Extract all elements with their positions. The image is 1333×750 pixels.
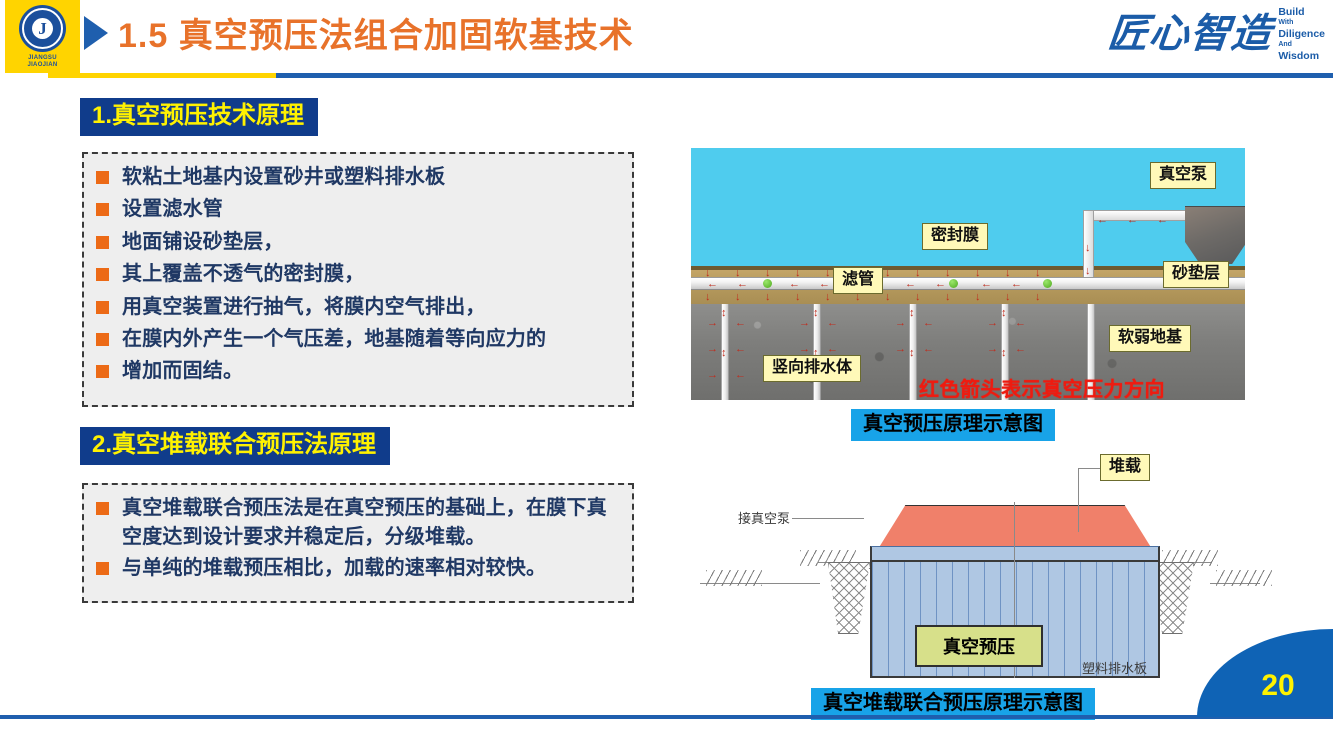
membrane-cap-layer [870,546,1160,560]
vacuum-pump-icon [1185,206,1245,264]
list-item-text: 与单纯的堆载预压相比，加载的速率相对较快。 [122,557,547,579]
leader-surcharge-h [1078,468,1102,469]
list-item: 设置滤水管 [96,195,622,223]
brand-en-line3: Diligence [1278,27,1325,40]
vertical-drain [1001,304,1009,400]
brand-en-line5: Wisdom [1278,49,1320,62]
pipe-connector-dot [1043,279,1052,288]
surcharge-fill [878,505,1152,549]
list-item-text: 真空堆载联合预压法是在真空预压的基础上，在膜下真空度达到设计要求并稳定后，分级堆… [122,497,607,548]
vertical-drain [909,304,917,400]
pipe-connector-dot [949,279,958,288]
list-item: 真空堆载联合预压法是在真空预压的基础上，在膜下真空度达到设计要求并稳定后，分级堆… [96,494,622,552]
list-item-text: 软粘土地基内设置砂井或塑料排水板 [122,166,446,188]
bullet-square-icon [96,268,109,282]
brand-en-line1: Build [1278,6,1305,18]
pipe-connector-dot [763,279,772,288]
footer-rule [0,715,1333,719]
company-logo: J JIANGSU JIAOJIAN [5,0,80,73]
bullet-square-icon [96,332,109,346]
label-plastic-drain-board: 塑料排水板 [1082,661,1148,676]
section-heading-2: 2.真空堆载联合预压法原理 [80,427,391,466]
page-title: 1.5 真空预压法组合加固软基技术 [118,17,634,55]
header-rule-yellow [48,73,276,78]
caption-vacuum-preloading: 真空预压原理示意图 [851,409,1055,441]
bullet-square-icon [96,203,109,217]
list-item: 用真空装置进行抽气，将膜内空气排出， [96,293,622,321]
leader-vacuum-connect [792,518,864,519]
logo-text-line2: JIAOJIAN [27,61,58,68]
center-axis [1014,502,1015,678]
bullet-square-icon [96,171,109,184]
brand-chinese-text: 匠心智造 [1106,11,1275,57]
bullet-list-2: 真空堆载联合预压法是在真空预压的基础上，在膜下真空度达到设计要求并稳定后，分级堆… [82,483,634,603]
bullet-square-icon [96,300,109,314]
vertical-drain [813,304,821,400]
list-item: 增加而固结。 [96,357,622,385]
list-item: 地面铺设砂垫层， [96,228,622,256]
label-filter-pipe: 滤管 [833,267,884,295]
brand-english-text: Build With Diligence And Wisdom [1278,6,1325,63]
label-vertical-drain: 竖向排水体 [763,355,862,383]
label-vacuum-preload: 真空预压 [915,625,1043,667]
bullet-square-icon [96,562,109,575]
list-item-text: 其上覆盖不透气的密封膜， [122,263,365,286]
page-badge: 20 [1197,629,1333,717]
list-item: 与单纯的堆载预压相比，加载的速率相对较快。 [96,554,622,583]
brand-en-line4: And [1278,41,1292,48]
label-surcharge: 堆载 [1100,454,1151,482]
brand-mark: 匠心智造 Build With Diligence And Wisdom [1106,6,1325,63]
header-rule-blue [276,73,1333,78]
logo-company-text: JIANGSU JIAOJIAN [27,55,57,68]
list-item-text: 地面铺设砂垫层， [122,230,284,253]
leader-surcharge [1078,468,1079,532]
list-item-text: 增加而固结。 [122,360,244,383]
brand-en-line2: With [1278,19,1294,27]
filter-pipe-horizontal [691,277,1245,290]
list-item: 软粘土地基内设置砂井或塑料排水板 [96,163,622,191]
logo-initial: J [38,19,47,39]
list-item-text: 在膜内外产生一个气压差，地基随着等向应力的 [122,327,547,350]
label-connect-vacuum-pump: 接真空泵 [738,511,791,526]
label-vacuum-pump: 真空泵 [1150,162,1217,190]
page-number: 20 [1261,669,1295,702]
vertical-drain [721,304,729,400]
list-item: 在膜内外产生一个气压差，地基随着等向应力的 [96,325,622,353]
list-item-text: 设置滤水管 [122,198,223,221]
section-heading-1: 1.真空预压技术原理 [80,98,319,137]
bullet-square-icon [96,235,109,249]
bullet-list-1: 软粘土地基内设置砂井或塑料排水板 设置滤水管 地面铺设砂垫层， 其上覆盖不透气的… [82,152,634,407]
slope-hatch-icon [706,570,762,586]
caption-combined-preloading: 真空堆载联合预压原理示意图 [811,688,1095,720]
bullet-square-icon [96,365,109,379]
slope-hatch-icon [1216,570,1272,586]
list-item-text: 用真空装置进行抽气，将膜内空气排出， [122,295,486,318]
trench-left [828,562,870,634]
label-sand-cushion: 砂垫层 [1163,261,1230,289]
vertical-drain [1087,304,1095,400]
red-arrow-note: 红色箭头表示真空压力方向 [919,379,1165,400]
label-sealing-membrane: 密封膜 [922,223,989,251]
bullet-square-icon [96,502,109,515]
label-soft-foundation: 软弱地基 [1109,325,1192,353]
vacuum-preloading-diagram: ↓ ↓ ↓ ↓ ↓ ↓ ↓ ↓ ↓ ↓ ↓ ↓ ↓ ↓ ↓ ↓ ↓ ↓ ↓ ↓ … [691,148,1245,400]
triangle-pointer-icon [84,16,108,50]
logo-emblem-icon: J [19,5,66,53]
combined-preloading-diagram: 接真空泵 塑料排水板 堆载 真空预压 [700,450,1272,685]
logo-text-line1: JIANGSU [28,55,57,62]
list-item: 其上覆盖不透气的密封膜， [96,260,622,288]
